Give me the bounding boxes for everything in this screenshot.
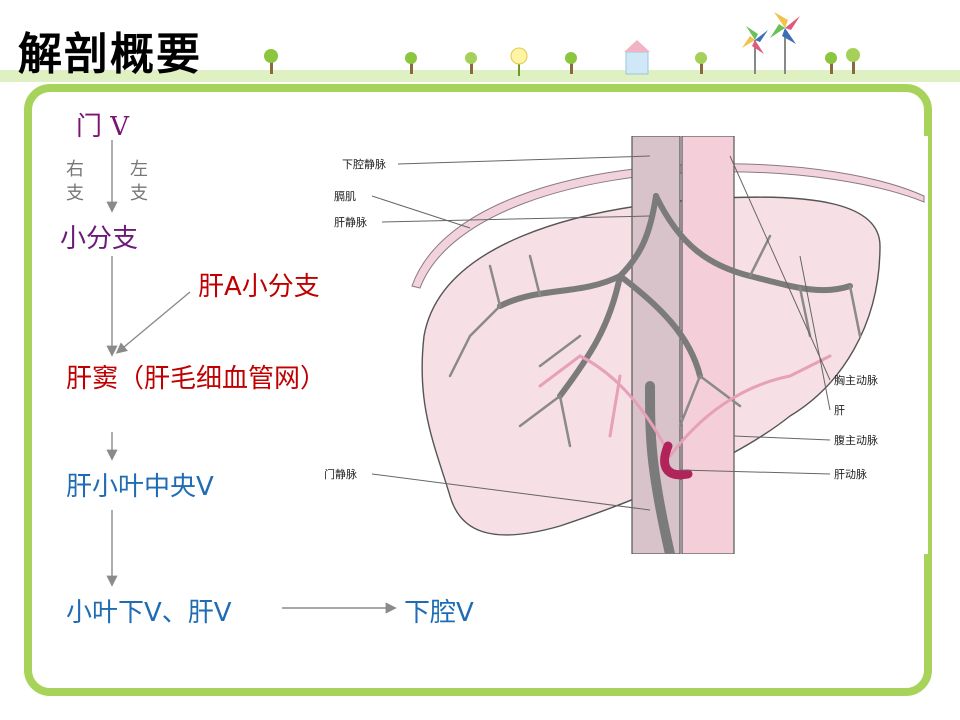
tree-icon (405, 52, 417, 74)
page-title: 解剖概要 (18, 29, 202, 80)
hepatic-artery-branch-label: 肝A小分支 (198, 272, 320, 302)
flower-icon (510, 47, 528, 76)
tree-icon (695, 52, 707, 74)
tree-icon (565, 52, 577, 74)
right-branch-label: 右支 (66, 159, 84, 204)
tree-icon (264, 49, 278, 74)
hepatic-artery-annotation: 肝动脉 (834, 467, 867, 481)
ivc-label: 下腔V (404, 598, 474, 628)
small-branch-label: 小分支 (60, 224, 139, 254)
central-vein-label: 肝小叶中央V (66, 472, 214, 502)
hepatic-artery-trunk (660, 441, 693, 480)
ivc-annotation: 下腔静脉 (342, 157, 386, 171)
portal-vein-annotation: 门静脉 (324, 467, 357, 481)
liver-annotation: 肝 (834, 404, 845, 417)
tree-icon (825, 52, 837, 74)
hepatic-vein-tree (497, 193, 853, 554)
diaphragm (411, 163, 925, 289)
diaphragm-annotation: 膈肌 (334, 190, 356, 203)
liver-anatomy-illustration: 下腔静脉 膈肌 肝静脉 胸主动脉 肝 腹主动脉 肝动脉 门静脉 (320, 136, 928, 554)
thoracic-aorta-annotation: 胸主动脉 (834, 373, 878, 387)
sinusoid-label: 肝窦（肝毛细血管网） (66, 364, 327, 394)
hepatic-artery-branches (538, 354, 832, 458)
house-icon (624, 40, 650, 75)
header-decoration (0, 12, 960, 82)
portal-vein-label: 门 V (76, 112, 130, 142)
sublobular-vein-label: 小叶下V、肝V (66, 598, 232, 628)
left-branch-label: 左支 (130, 159, 148, 204)
tree-icon (465, 52, 477, 74)
pinwheel-icon (770, 12, 800, 74)
arrow-artery-to-sinusoid (115, 291, 191, 354)
tree-icon (846, 48, 860, 74)
aorta (681, 136, 735, 554)
abdominal-aorta-annotation: 腹主动脉 (834, 433, 878, 447)
pinwheel-icon (742, 26, 768, 74)
hepatic-vein-annotation: 肝静脉 (334, 215, 367, 229)
